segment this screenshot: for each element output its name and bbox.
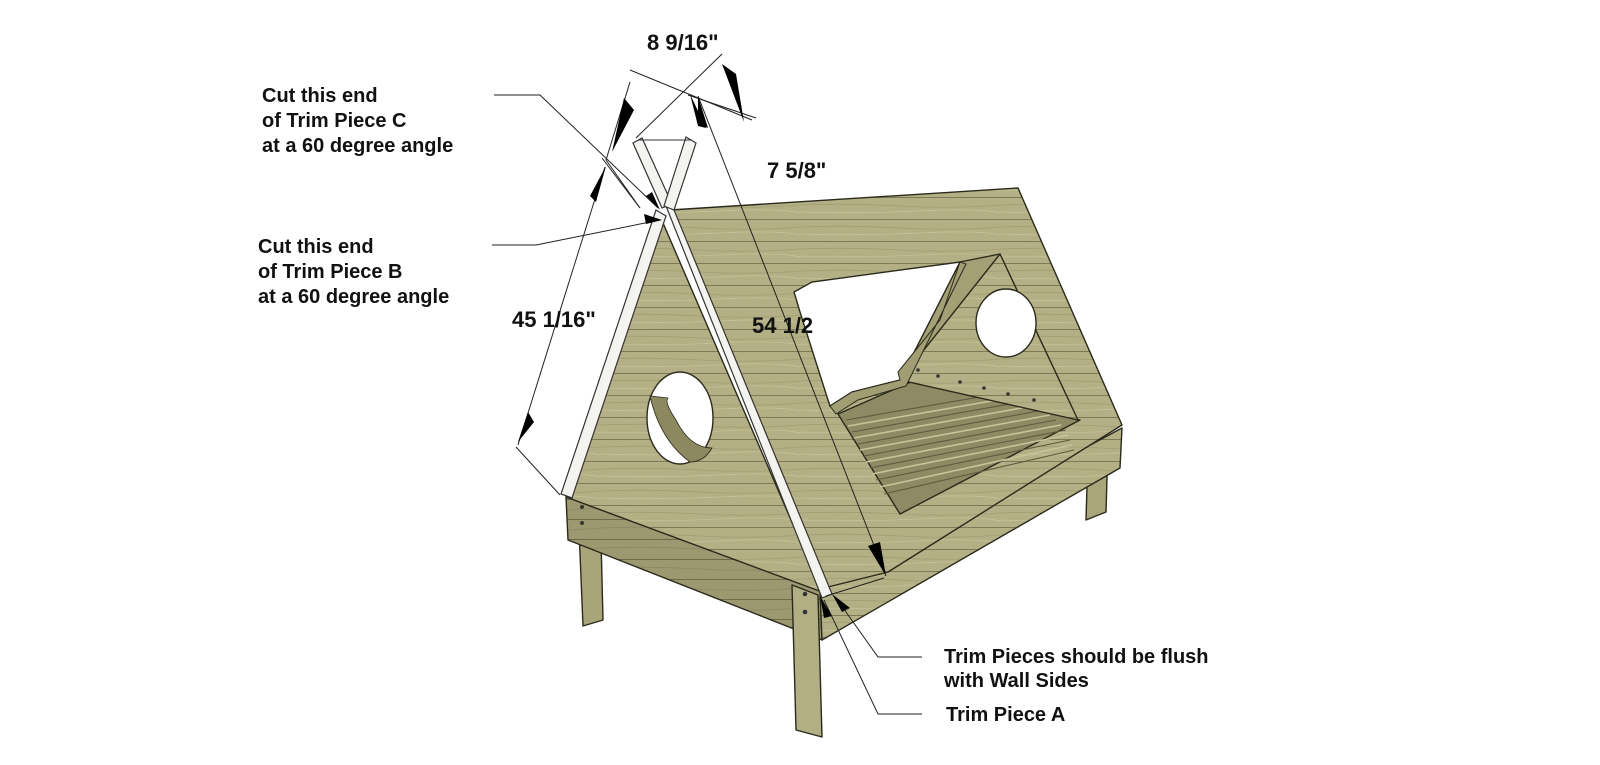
leader-trim-c (494, 94, 659, 209)
back-leg-screw-2 (580, 521, 584, 525)
dimension-trim-a-length: 54 1/2 (752, 313, 813, 338)
leader-trim-a (823, 599, 922, 715)
callout-flush-line-2: with Wall Sides (943, 670, 1089, 692)
callout-trim-c-line-2: of Trim Piece C (262, 110, 407, 132)
arrow-8-9-16-left (612, 98, 634, 152)
leader-trim-b (492, 219, 661, 246)
callout-flush: Trim Pieces should be flush with Wall Si… (943, 646, 1209, 692)
arrow-flush (832, 594, 850, 612)
arrow-trim-c (646, 192, 660, 210)
callout-trim-a: Trim Piece A (946, 704, 1065, 726)
dimension-lines (492, 53, 922, 715)
callout-trim-b-line-2: of Trim Piece B (258, 261, 403, 283)
leader-flush (835, 597, 922, 658)
arrow-trim-a (820, 596, 832, 618)
trim-piece-b (560, 209, 667, 499)
callout-flush-line-1: Trim Pieces should be flush (944, 646, 1209, 668)
callout-trim-c: Cut this end of Trim Piece C at a 60 deg… (262, 85, 453, 157)
arrow-54-1-2-bottom (868, 542, 886, 576)
arrow-8-9-16-right (722, 64, 744, 122)
arrow-45-1-16-top (590, 166, 606, 202)
arrow-trim-b (644, 214, 662, 224)
back-wall-round-window (975, 288, 1037, 358)
trim-piece-c-right (663, 136, 697, 211)
callout-trim-b: Cut this end of Trim Piece B at a 60 deg… (258, 236, 449, 308)
callout-trim-c-line-1: Cut this end (262, 85, 378, 107)
front-leg-screw-2 (802, 609, 808, 615)
bed-illustration (560, 136, 1123, 738)
front-leg-screw (802, 591, 808, 597)
front-wall-round-window (646, 371, 714, 465)
side-opening-inner-depth (829, 261, 967, 415)
arrow-54-1-2-top (698, 96, 708, 128)
dimension-top-width: 8 9/16" (647, 30, 719, 55)
callout-trim-b-line-3: at a 60 degree angle (258, 286, 449, 308)
back-wall-screws (916, 368, 1036, 402)
callout-trim-b-line-1: Cut this end (258, 236, 374, 258)
arrow-45-1-16-bottom (518, 412, 534, 442)
front-leg (791, 584, 823, 738)
front-window-inner-depth (649, 395, 713, 463)
callout-trim-c-line-3: at a 60 degree angle (262, 135, 453, 157)
dimension-top-offset: 7 5/8" (767, 158, 826, 183)
dimension-trim-b-length: 45 1/16" (512, 307, 596, 332)
back-leg-screw (580, 505, 584, 509)
